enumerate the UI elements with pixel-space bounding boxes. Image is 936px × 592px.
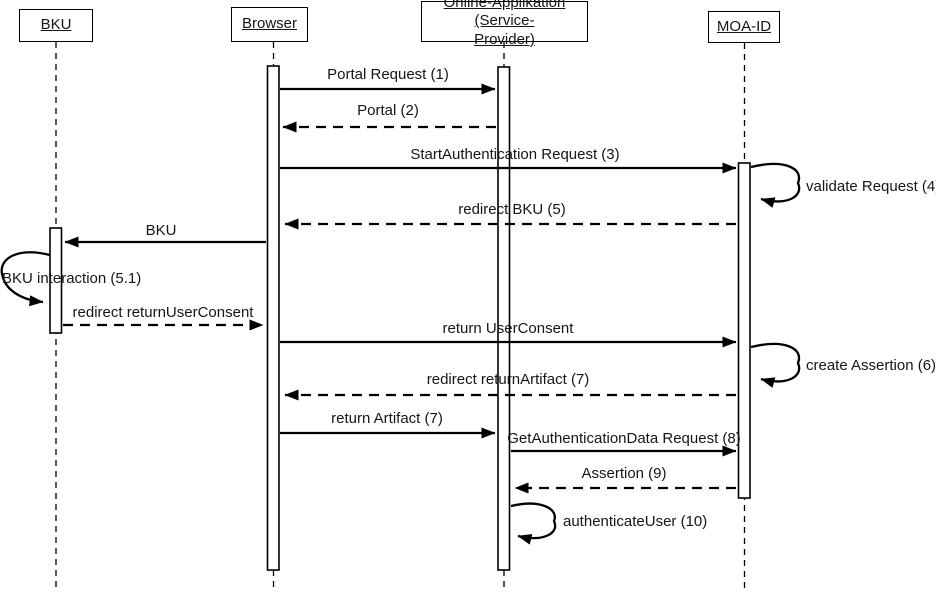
actor-label-browser: Browser bbox=[241, 15, 297, 33]
message-label-validate-request: validate Request (4) bbox=[806, 178, 936, 195]
message-label-redirect-return-user-consent: redirect returnUserConsent bbox=[72, 304, 254, 321]
actor-label-online-app-line2: Provider) bbox=[474, 30, 535, 48]
activation-bar-online-app bbox=[497, 66, 511, 571]
message-label-return-artifact: return Artifact (7) bbox=[331, 410, 443, 427]
message-label-bku-interaction: BKU interaction (5.1) bbox=[2, 270, 142, 287]
activation-bar-browser bbox=[266, 65, 280, 571]
actor-box-bku: BKU bbox=[19, 9, 93, 42]
actor-label-moa-id: MOA-ID bbox=[716, 17, 772, 35]
activation-bar-bku bbox=[49, 227, 63, 334]
message-label-redirect-bku: redirect BKU (5) bbox=[458, 201, 566, 218]
actor-label-online-app-line1: Online-Applikation (Service- bbox=[443, 0, 566, 30]
arrow-bku-interaction-self-loop bbox=[0, 251, 51, 307]
message-label-portal: Portal (2) bbox=[357, 102, 419, 119]
arrow-validate-request-self-loop bbox=[750, 162, 801, 208]
message-label-portal-request: Portal Request (1) bbox=[327, 66, 449, 83]
message-label-create-assertion: create Assertion (6) bbox=[806, 357, 936, 374]
arrow-authenticate-user-self-loop bbox=[510, 502, 557, 545]
message-label-assertion: Assertion (9) bbox=[581, 465, 667, 482]
actor-box-browser: Browser bbox=[231, 7, 308, 42]
actor-box-online-app: Online-Applikation (Service- Provider) bbox=[421, 0, 588, 48]
message-label-redirect-return-artifact: redirect returnArtifact (7) bbox=[426, 371, 590, 388]
activation-bar-moa-id bbox=[737, 162, 751, 499]
arrow-create-assertion-self-loop bbox=[750, 342, 801, 388]
message-label-return-user-consent: return UserConsent bbox=[442, 320, 574, 337]
message-label-authenticate-user: authenticateUser (10) bbox=[563, 513, 708, 530]
message-label-get-authentication-data-request: GetAuthenticationData Request (8) bbox=[507, 430, 741, 447]
actor-label-online-app: Online-Applikation (Service- Provider) bbox=[422, 0, 587, 49]
message-label-bku: BKU bbox=[145, 222, 177, 239]
actor-box-moa-id: MOA-ID bbox=[708, 11, 780, 43]
actor-label-bku: BKU bbox=[40, 16, 72, 34]
message-label-start-authentication-request: StartAuthentication Request (3) bbox=[410, 146, 620, 163]
